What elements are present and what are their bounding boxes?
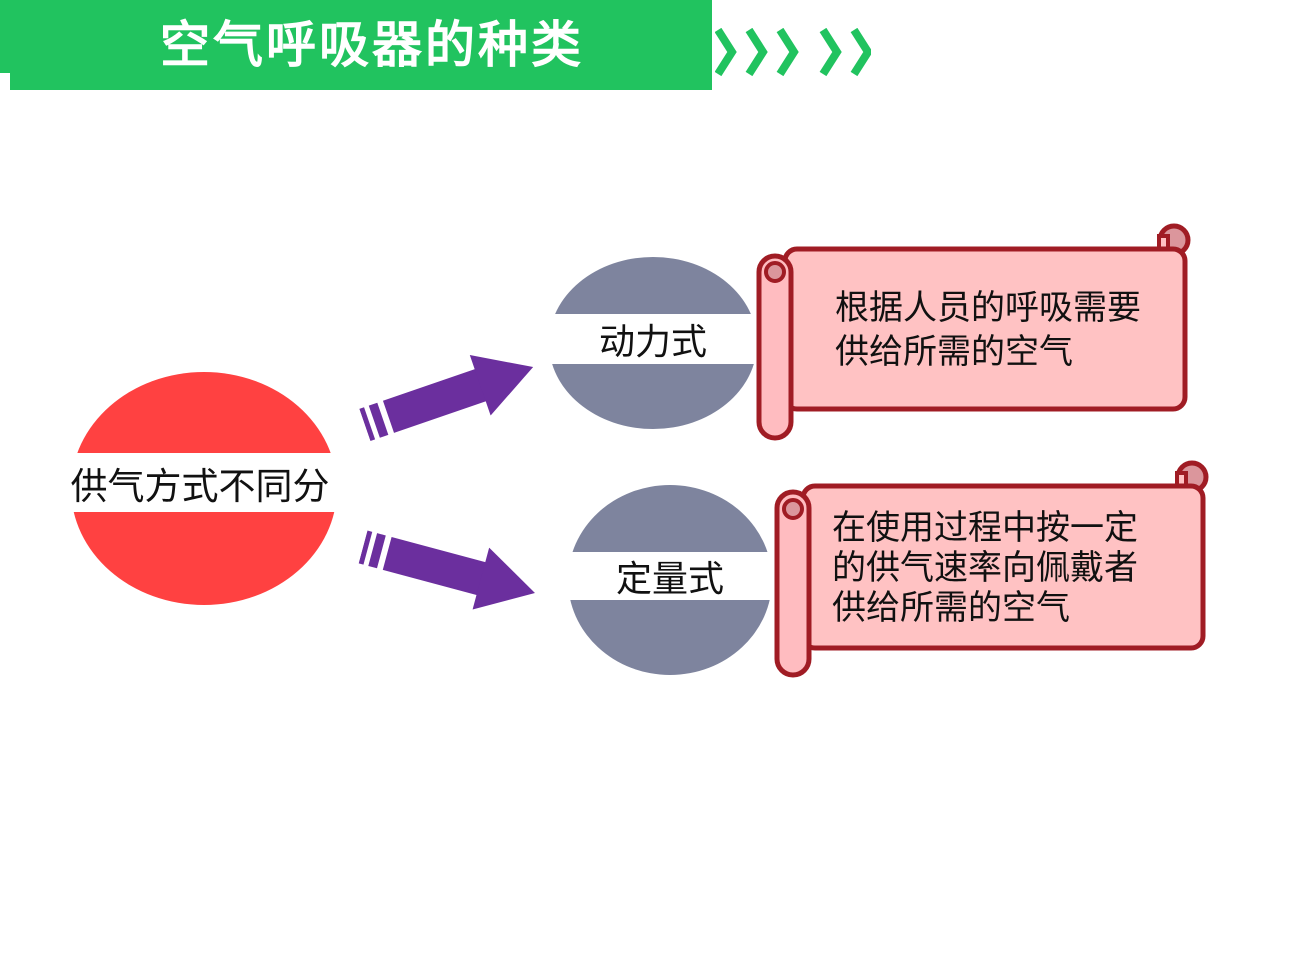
scroll-callout-fixed-rate-type: 在使用过程中按一定 的供气速率向佩戴者 供给所需的空气 bbox=[773, 458, 1210, 680]
scroll-text-fixed-rate-type: 在使用过程中按一定 的供气速率向佩戴者 供给所需的空气 bbox=[832, 508, 1138, 628]
scroll-text-line: 供给所需的空气 bbox=[835, 333, 1073, 371]
scroll-text-line: 根据人员的呼吸需要 bbox=[835, 289, 1141, 327]
scroll-text-power-type: 根据人员的呼吸需要 供给所需的空气 bbox=[835, 286, 1141, 374]
scroll-shape-icon bbox=[756, 223, 1191, 441]
scroll-text-line: 在使用过程中按一定 bbox=[832, 509, 1138, 547]
scroll-shape-icon bbox=[774, 460, 1209, 678]
title-banner: 空气呼吸器的种类 bbox=[10, 0, 712, 90]
scroll-callout-power-type: 根据人员的呼吸需要 供给所需的空气 bbox=[755, 222, 1192, 444]
root-label-band: 供气方式不同分 bbox=[60, 453, 340, 512]
fixed-rate-type-label: 定量式 bbox=[615, 558, 724, 599]
arrow-to-fixed-rate-type-icon bbox=[358, 530, 535, 610]
chevrons-decoration-icon bbox=[715, 28, 871, 77]
scroll-text-line: 的供气速率向佩戴者 bbox=[832, 549, 1138, 587]
power-type-label: 动力式 bbox=[598, 321, 707, 362]
slide-title: 空气呼吸器的种类 bbox=[160, 17, 584, 73]
power-type-label-band: 动力式 bbox=[541, 314, 765, 364]
fixed-rate-type-label-band: 定量式 bbox=[558, 552, 782, 600]
scroll-text-line: 供给所需的空气 bbox=[832, 589, 1070, 627]
root-label: 供气方式不同分 bbox=[70, 465, 330, 507]
arrow-to-power-type-icon bbox=[359, 354, 534, 442]
